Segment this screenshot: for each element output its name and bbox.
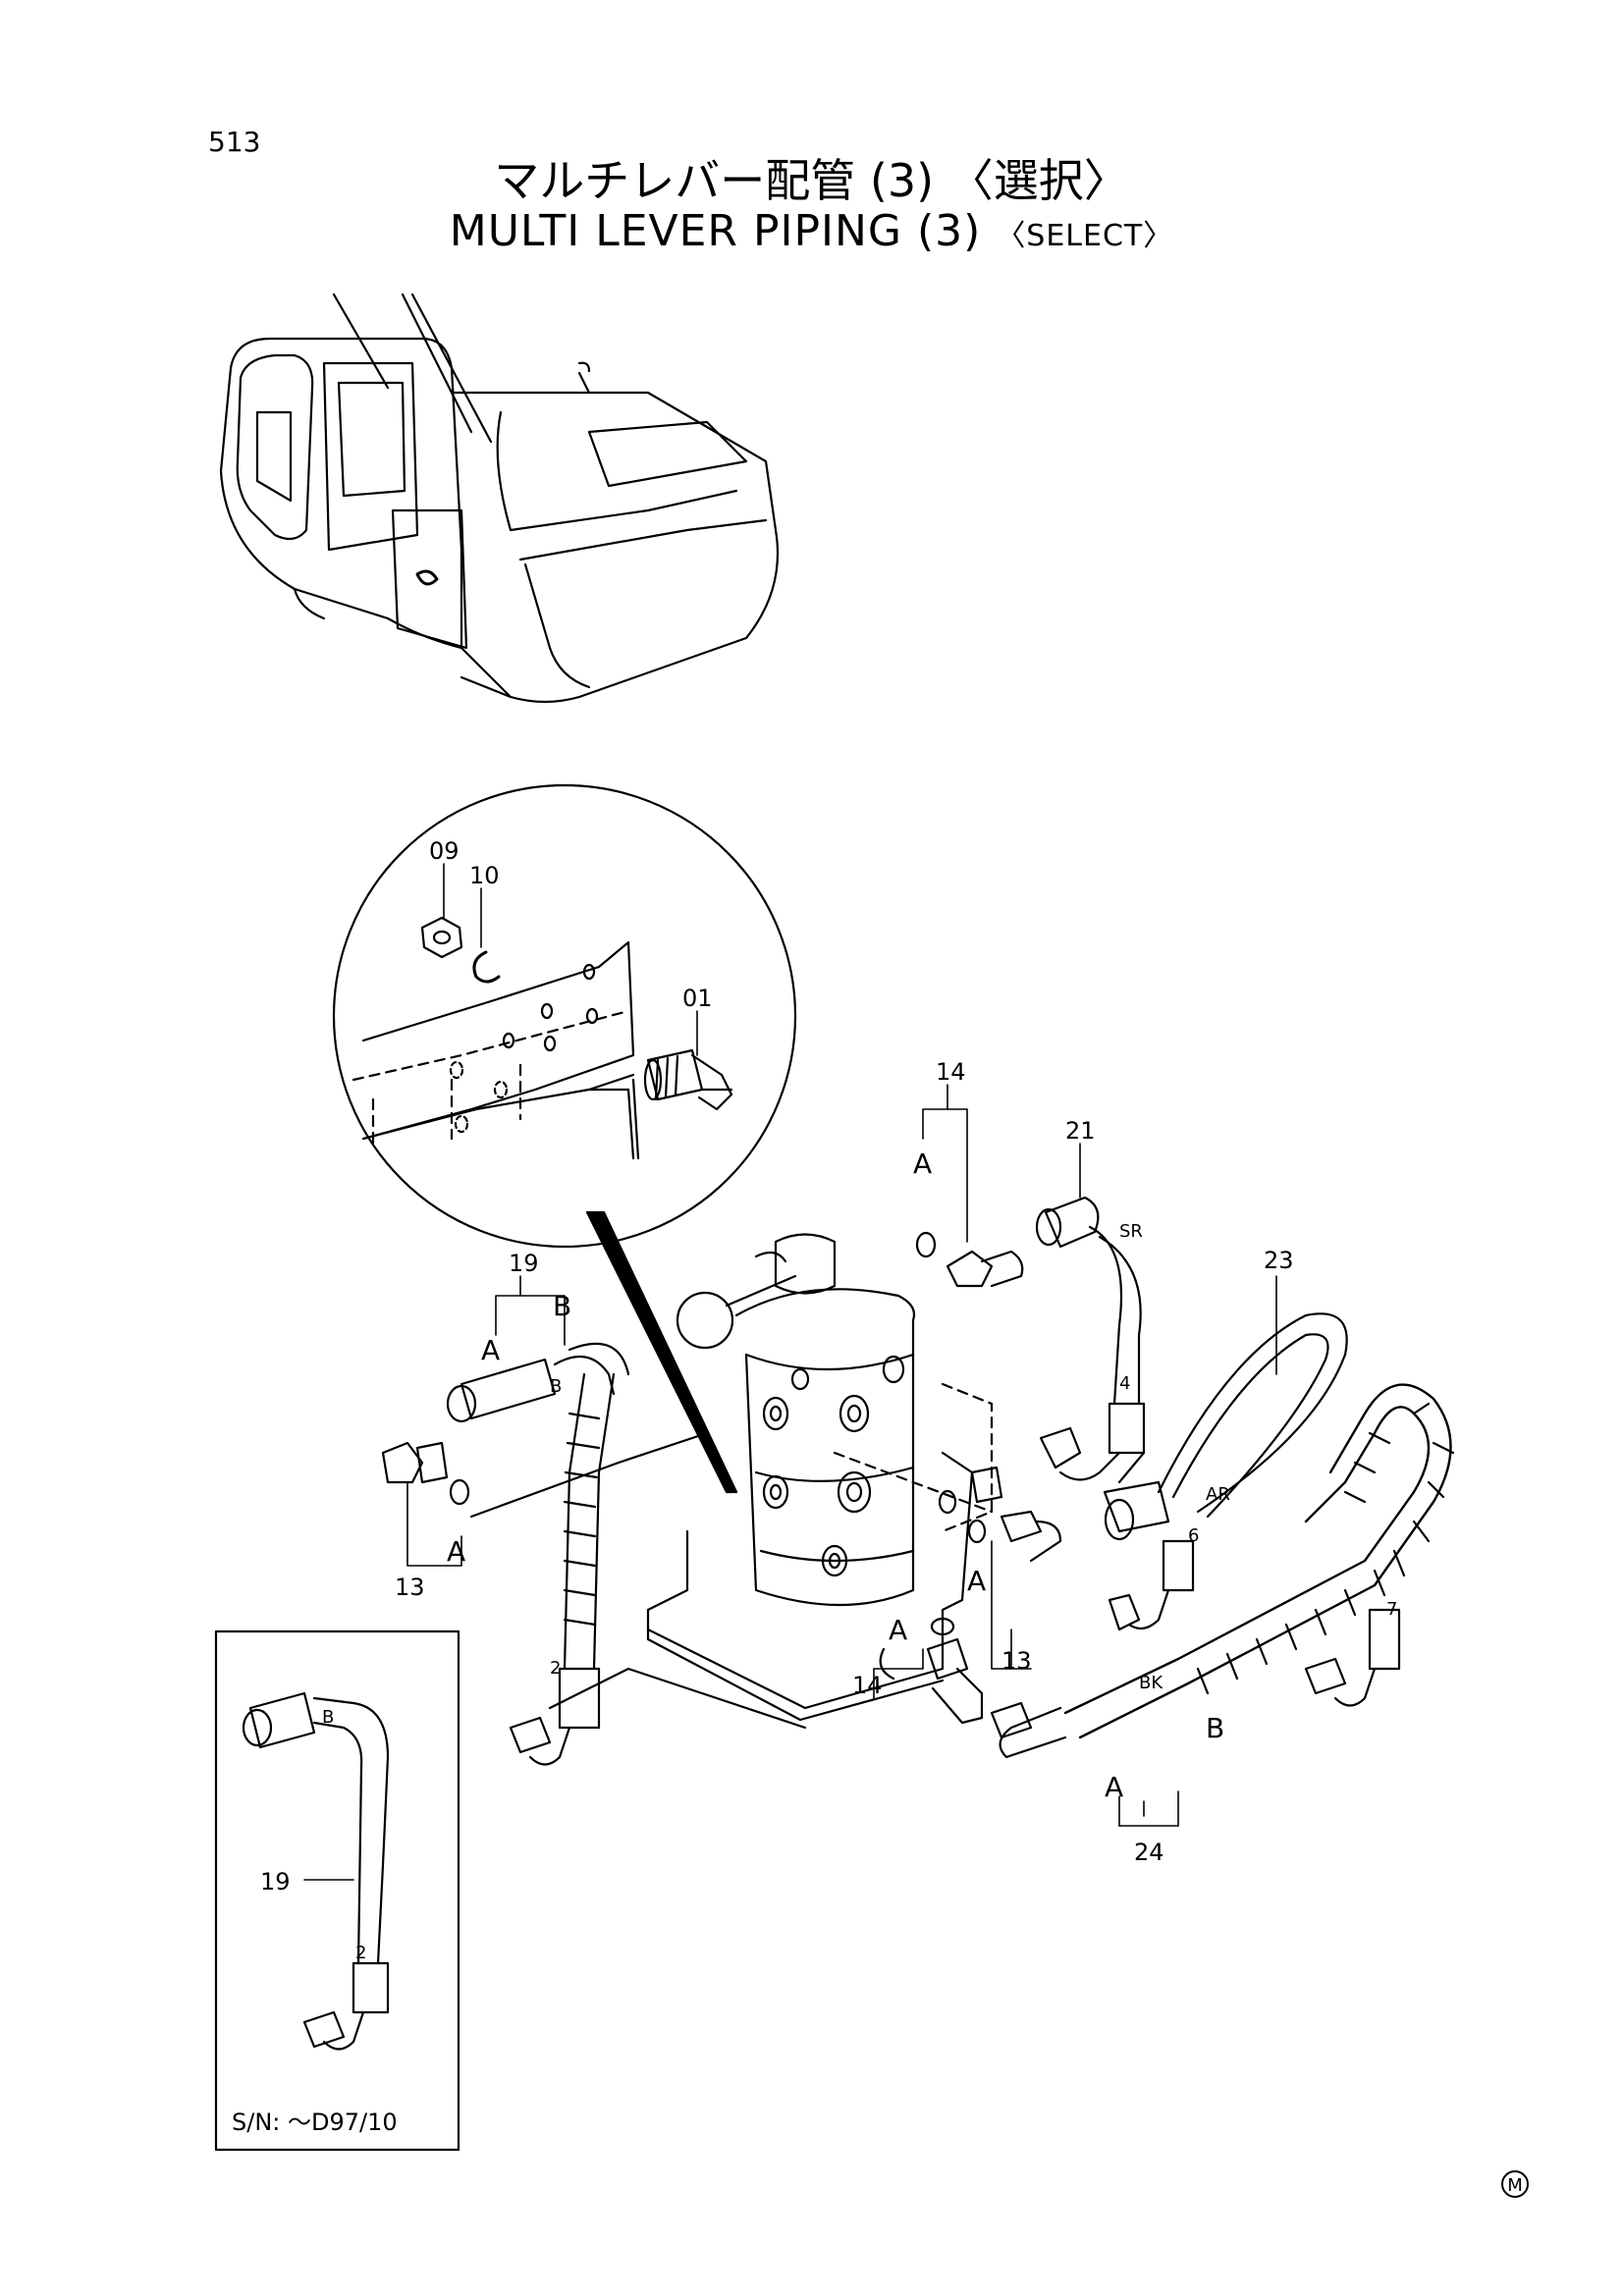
part-label-14-mid: 14 <box>852 1672 883 1699</box>
letter-a-24: A <box>1105 1771 1123 1803</box>
m-mark-letter: M <box>1507 2175 1523 2196</box>
letter-a-14-mid: A <box>889 1614 907 1646</box>
part-label-13-right: 13 <box>1001 1647 1032 1675</box>
excavator-overview-illustration <box>219 293 780 704</box>
hose-number-6: 6 <box>1188 1525 1199 1546</box>
left-hoses <box>381 1342 807 1766</box>
port-label-sr: SR <box>1119 1221 1143 1242</box>
serial-number-note: S/N: ～D97/10 <box>232 2109 398 2136</box>
port-label-bk: BK <box>1139 1673 1163 1693</box>
title-english: MULTI LEVER PIPING (3) 〈SELECT〉 <box>0 206 1623 256</box>
part-label-19-inset: 19 <box>260 1868 291 1896</box>
part-label-19: 19 <box>509 1250 539 1277</box>
part-label-01: 01 <box>682 985 713 1012</box>
part-label-10: 10 <box>469 862 500 889</box>
letter-a-14-top: A <box>913 1148 932 1180</box>
letter-a-13-right: A <box>967 1565 986 1597</box>
letter-a-13-left: A <box>447 1535 465 1568</box>
part-label-13-left: 13 <box>395 1574 425 1601</box>
hose-end-b-inset: B <box>322 1707 334 1728</box>
letter-a-19: A <box>481 1334 500 1366</box>
leader-lines <box>406 863 1277 1827</box>
letter-b-19: B <box>553 1290 571 1322</box>
port-label-ar: AR <box>1206 1484 1230 1505</box>
title-english-main: MULTI LEVER PIPING (3) <box>449 206 982 256</box>
title-japanese: マルチレバー配管 (3) 〈選択〉 <box>494 154 1129 207</box>
multi-lever-valve <box>646 1233 994 1722</box>
m-mark: M <box>1501 2170 1529 2198</box>
port-labels: SR AR BK 4 6 7 2 2 B B <box>322 1221 1397 1963</box>
part-label-14-top: 14 <box>936 1058 966 1086</box>
inset-box <box>214 1629 460 2152</box>
part-label-24: 24 <box>1134 1839 1164 1866</box>
connection-letters: A A B A A A A B <box>447 1148 1224 1803</box>
detail-circle <box>332 783 797 1249</box>
hose-number-4: 4 <box>1119 1373 1130 1394</box>
hose-number-2: 2 <box>550 1658 561 1679</box>
part-label-21: 21 <box>1065 1117 1096 1145</box>
title-english-select: 〈SELECT〉 <box>996 219 1174 253</box>
part-number-labels: 09 10 01 14 21 23 19 13 13 14 24 19 <box>260 837 1294 1896</box>
part-label-23: 23 <box>1264 1247 1294 1274</box>
part-label-09: 09 <box>429 837 460 865</box>
hose-number-7: 7 <box>1386 1599 1397 1620</box>
hose-number-2-inset: 2 <box>355 1943 366 1963</box>
page-number: 513 <box>208 126 261 158</box>
letter-b-24: B <box>1206 1712 1224 1744</box>
right-hoses <box>915 1196 1455 1759</box>
hose-end-b: B <box>550 1376 562 1397</box>
